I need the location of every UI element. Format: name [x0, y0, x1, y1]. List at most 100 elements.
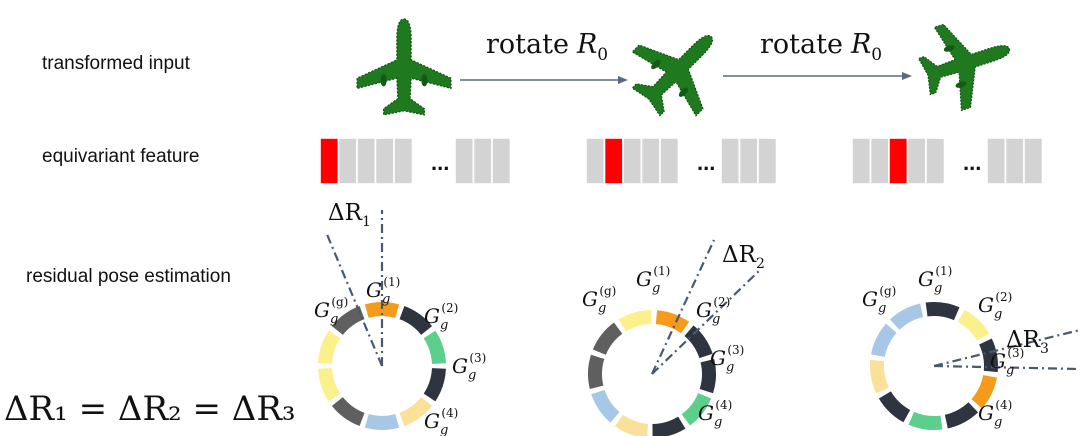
ring-segment: [925, 302, 960, 321]
feature-cell: [869, 137, 890, 185]
feature-vectors: .........: [319, 137, 1044, 185]
ring-segment: [399, 396, 433, 426]
feature-ellipsis: ...: [431, 150, 449, 175]
delta-r2-sub: 2: [756, 256, 765, 272]
feature-cell: [757, 137, 778, 185]
ring-segment: [878, 391, 911, 423]
feature-ellipsis: ...: [697, 150, 715, 175]
ring-segment: [318, 367, 341, 402]
rotate-sub-1: 0: [597, 45, 608, 65]
group-element-label: Gg(g): [862, 284, 896, 316]
feature-cell: [356, 137, 377, 185]
ring-segment: [944, 402, 979, 429]
feature-ellipsis: ...: [963, 150, 981, 175]
feature-cell: [1023, 137, 1044, 185]
group-element-label: Gg(2): [696, 295, 730, 327]
ring-segment: [871, 323, 897, 358]
ring-segment: [870, 359, 890, 394]
ring-segment: [908, 411, 943, 430]
feature-cell: [337, 137, 358, 185]
ring-segment: [957, 309, 990, 341]
delta-dash-line: [933, 328, 1080, 368]
group-element-label: Gg(4): [424, 406, 458, 436]
ring-segment: [978, 338, 998, 373]
feature-cell-active: [888, 137, 909, 185]
delta-r3-sub: 3: [1040, 341, 1049, 357]
feature-cell: [1004, 137, 1025, 185]
feature-cell: [986, 137, 1007, 185]
group-element-label: Gg(3): [990, 346, 1024, 378]
group-element-label: Gg(g): [582, 284, 616, 316]
group-element-label: Gg(4): [978, 398, 1012, 430]
group-element-label: Gg(2): [424, 301, 458, 333]
delta-dash-line: [933, 364, 1080, 371]
feature-cell: [640, 137, 661, 185]
feature-cell: [622, 137, 643, 185]
airplane-2: [631, 34, 714, 117]
ring-segment: [684, 325, 713, 359]
ring-segment: [591, 389, 620, 423]
group-element-label: Gg(1): [636, 264, 670, 296]
airplane-3: [917, 23, 1011, 112]
feature-vector-1: ...: [319, 137, 512, 185]
delta-r1-label: ΔR1: [328, 200, 371, 230]
delta-dash-line: [651, 269, 761, 375]
feature-cell: [393, 137, 414, 185]
airplane-group: [356, 18, 1011, 117]
group-element-label: Gg(1): [366, 275, 400, 307]
rotate-symbol-2: R: [850, 29, 871, 60]
row-label-transformed-input: transformed input: [42, 53, 191, 74]
delta-dash-line: [324, 231, 384, 367]
delta-r2-label: ΔR2: [722, 242, 765, 272]
ring-segment: [318, 330, 341, 365]
feature-vector-3: ...: [851, 137, 1044, 185]
group-ring-3: [870, 302, 998, 430]
ring-segment: [889, 303, 924, 330]
ring-segment: [699, 359, 716, 394]
group-element-label: Gg(2): [978, 290, 1012, 322]
ring-segment: [331, 306, 365, 336]
airplane-1: [356, 18, 452, 116]
feature-cell-active: [319, 137, 340, 185]
delta-r3-symbol: ΔR: [1006, 327, 1041, 353]
rotate-sub-2: 0: [871, 45, 882, 65]
feature-cell: [851, 137, 872, 185]
row-label-residual-pose-estimation: residual pose estimation: [26, 266, 231, 287]
ring-segment: [592, 322, 623, 356]
delta-r1-sub: 1: [362, 214, 371, 230]
ring-segment: [652, 416, 686, 436]
feature-vector-2: ...: [585, 137, 778, 185]
delta-dash-line: [651, 239, 715, 375]
group-element-label: Gg(3): [710, 343, 744, 375]
ring-segment: [971, 374, 997, 409]
group-rings: Gg(1) Gg(2) Gg(3) Gg(4) Gg(g) Gg(1) Gg(2) Gg(3)…: [314, 210, 1080, 436]
feature-cell: [374, 137, 395, 185]
feature-cell: [720, 137, 741, 185]
delta-r3-label: ΔR3: [1006, 327, 1049, 357]
group-ring-1: [318, 302, 446, 430]
ring-segment: [618, 310, 652, 332]
ring-segment: [423, 330, 446, 365]
delta-r2-symbol: ΔR: [722, 242, 757, 268]
feature-cell: [925, 137, 946, 185]
feature-cell-active: [603, 137, 624, 185]
feature-cell: [585, 137, 606, 185]
ring-segment: [588, 354, 605, 389]
ring-segment: [399, 306, 433, 336]
feature-cell: [491, 137, 512, 185]
group-element-label: Gg(1): [918, 264, 952, 296]
ring-segment: [681, 392, 712, 426]
row-label-equivariant-feature: equivariant feature: [42, 146, 199, 167]
ring-segment: [364, 302, 400, 318]
ring-segment: [331, 396, 365, 426]
group-element-label: Gg(3): [452, 351, 486, 383]
ring-segment: [423, 367, 446, 402]
ring-segment: [655, 310, 690, 334]
feature-cell: [906, 137, 927, 185]
ring-segment: [364, 414, 400, 430]
rotate-word-2: rotate: [760, 29, 843, 60]
